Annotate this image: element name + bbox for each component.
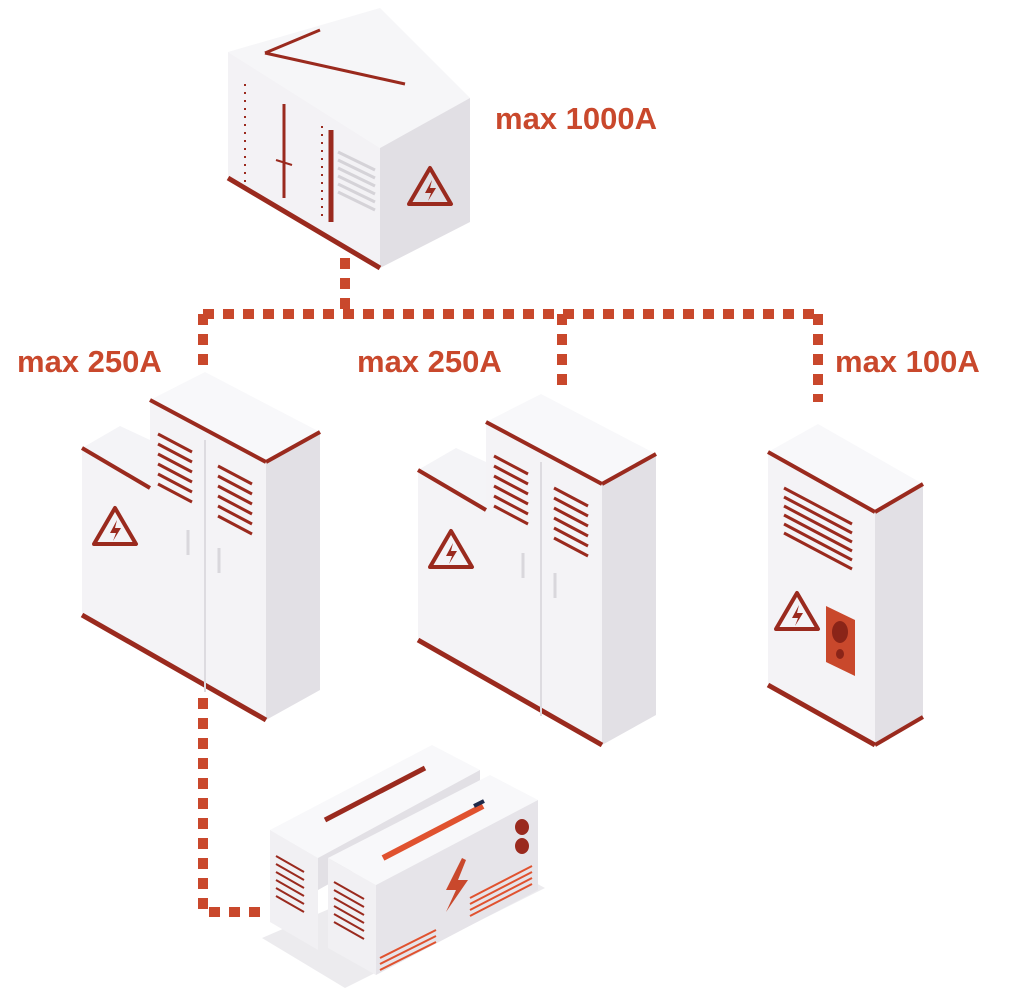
left-distribution-cabinet xyxy=(80,372,321,723)
lightning-bolt-icon xyxy=(446,858,468,912)
middle-distribution-cabinet xyxy=(416,394,657,748)
right-box-vent xyxy=(783,486,853,571)
left-cabinet-capacity-label: max 250A xyxy=(17,344,162,379)
cable-lines xyxy=(198,258,823,917)
generator-unit xyxy=(262,745,545,988)
right-distribution-box xyxy=(766,424,925,748)
cable-to-generator xyxy=(198,698,266,917)
left-cabinet-vent xyxy=(157,432,253,536)
right-box-capacity-label: max 100A xyxy=(835,344,980,379)
main-switchgear-vent xyxy=(337,150,376,212)
middle-cabinet-vent xyxy=(493,454,589,558)
middle-cabinet-capacity-label: max 250A xyxy=(357,344,502,379)
main-switchgear xyxy=(226,8,470,271)
main-capacity-label: max 1000A xyxy=(495,101,658,136)
